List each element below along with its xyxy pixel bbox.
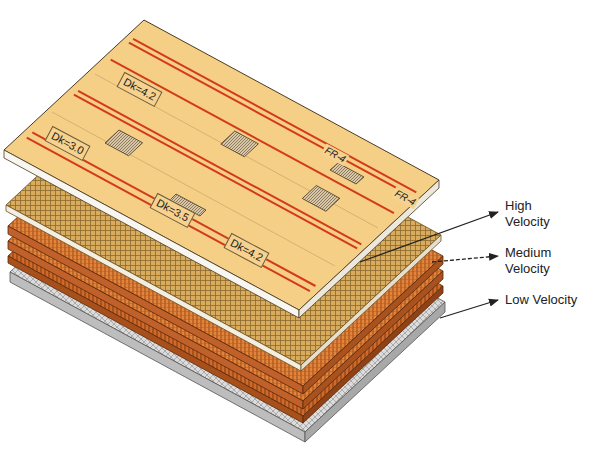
velocity-label: Low Velocity [505,292,577,308]
leader-arrow [440,300,498,318]
leader-arrow [432,256,498,262]
leader-arrow [360,212,498,262]
velocity-label: Medium Velocity [505,245,569,277]
copper-pad [105,130,364,216]
velocity-label: High Velocity [505,198,569,230]
high-velocity-board [4,20,439,318]
signal-trace [27,39,417,291]
